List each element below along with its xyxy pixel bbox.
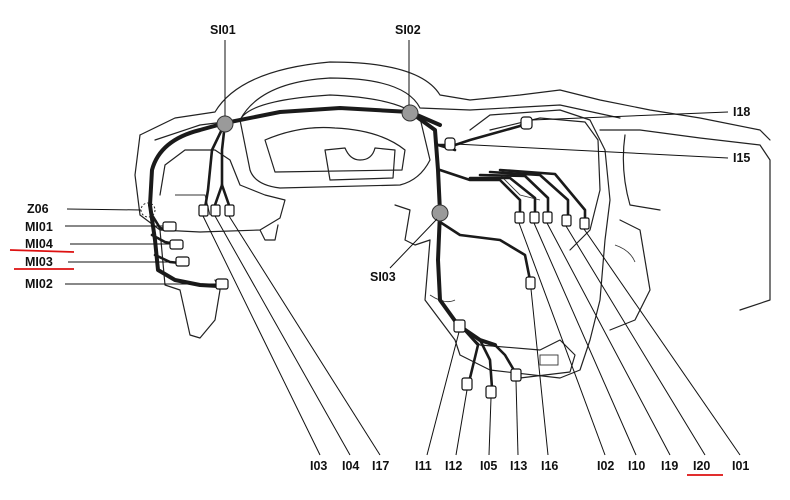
label-i04: I04 [342,459,359,473]
connector-i17 [224,204,235,217]
connector-i01 [579,217,590,230]
label-i03: I03 [310,459,327,473]
connector-i02 [514,211,525,224]
label-i12: I12 [445,459,462,473]
connector-i10 [529,211,540,224]
splice-si01 [216,115,234,133]
label-i16: I16 [541,459,558,473]
label-z06: Z06 [27,202,49,216]
connector-i12 [461,377,473,391]
ground-point-z06 [140,202,156,218]
connector-i13 [510,368,522,382]
label-mi02: MI02 [25,277,53,291]
connector-i03 [198,204,209,217]
label-si01: SI01 [210,23,236,37]
label-i18: I18 [733,105,750,119]
label-i19: I19 [661,459,678,473]
label-i20: I20 [693,459,710,473]
connector-i05 [485,385,497,399]
connector-i18 [520,116,533,130]
splice-si02 [401,104,419,122]
connector-mi02 [215,278,229,290]
label-si02: SI02 [395,23,421,37]
label-i10: I10 [628,459,645,473]
connector-mi01 [162,221,177,232]
underline-mi04 [9,249,75,253]
connector-mi03 [175,256,190,267]
connector-i16 [525,276,536,290]
label-i05: I05 [480,459,497,473]
label-i11: I11 [415,459,432,473]
connector-i04 [210,204,221,217]
label-mi03: MI03 [25,255,53,269]
connector-i15 [444,137,456,151]
label-i02: I02 [597,459,614,473]
label-i17: I17 [372,459,389,473]
connector-i19 [542,211,553,224]
label-mi04: MI04 [25,237,53,251]
label-i15: I15 [733,151,750,165]
dashboard-outline [134,61,771,379]
label-i13: I13 [510,459,527,473]
connector-i20 [561,214,572,227]
label-mi01: MI01 [25,220,53,234]
leader-lines [65,40,741,456]
label-i01: I01 [732,459,749,473]
splice-si03 [431,204,449,222]
label-si03: SI03 [370,270,396,284]
splices [216,104,449,222]
connector-i11 [453,319,466,333]
connector-mi04 [169,239,184,250]
labels: SI01 SI02 SI03 Z06 MI01 MI04 MI03 MI02 I… [25,23,750,473]
highlight-marks [9,249,723,476]
